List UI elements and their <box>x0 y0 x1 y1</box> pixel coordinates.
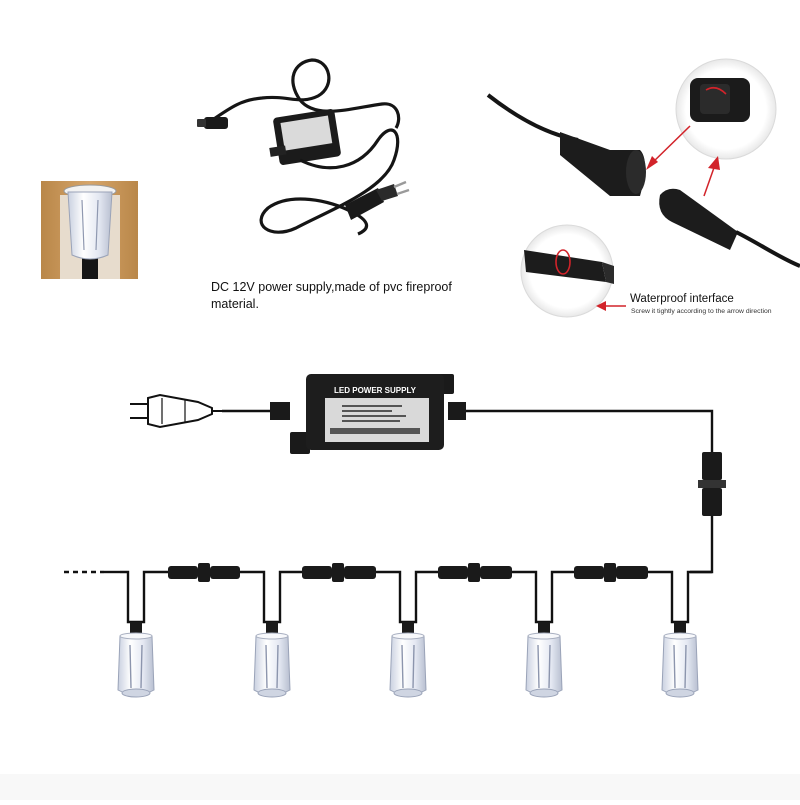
lamp-3 <box>389 622 427 698</box>
psu-label: LED POWER SUPPLY <box>334 386 417 395</box>
lamp-4 <box>525 622 563 698</box>
caption-line-2: material. <box>211 297 259 311</box>
red-arrows <box>596 125 720 311</box>
wood-mounted-lamp-photo <box>41 181 138 279</box>
vertical-waterproof-connector <box>698 452 726 516</box>
eu-plug-icon <box>130 393 213 429</box>
led-power-supply: LED POWER SUPPLY <box>270 374 466 454</box>
lamps <box>117 622 699 698</box>
lamp-2 <box>253 622 291 698</box>
waterproof-connector-photo <box>486 58 800 318</box>
waterproof-note: Screw it tightly according to the arrow … <box>631 308 772 315</box>
waterproof-title: Waterproof interface <box>630 293 734 305</box>
lamp-5 <box>661 622 699 698</box>
power-adapter-photo <box>197 58 410 236</box>
caption-line-1: DC 12V power supply,made of pvc fireproo… <box>211 280 452 294</box>
inline-connectors <box>168 563 648 582</box>
lamp-1 <box>117 622 155 698</box>
